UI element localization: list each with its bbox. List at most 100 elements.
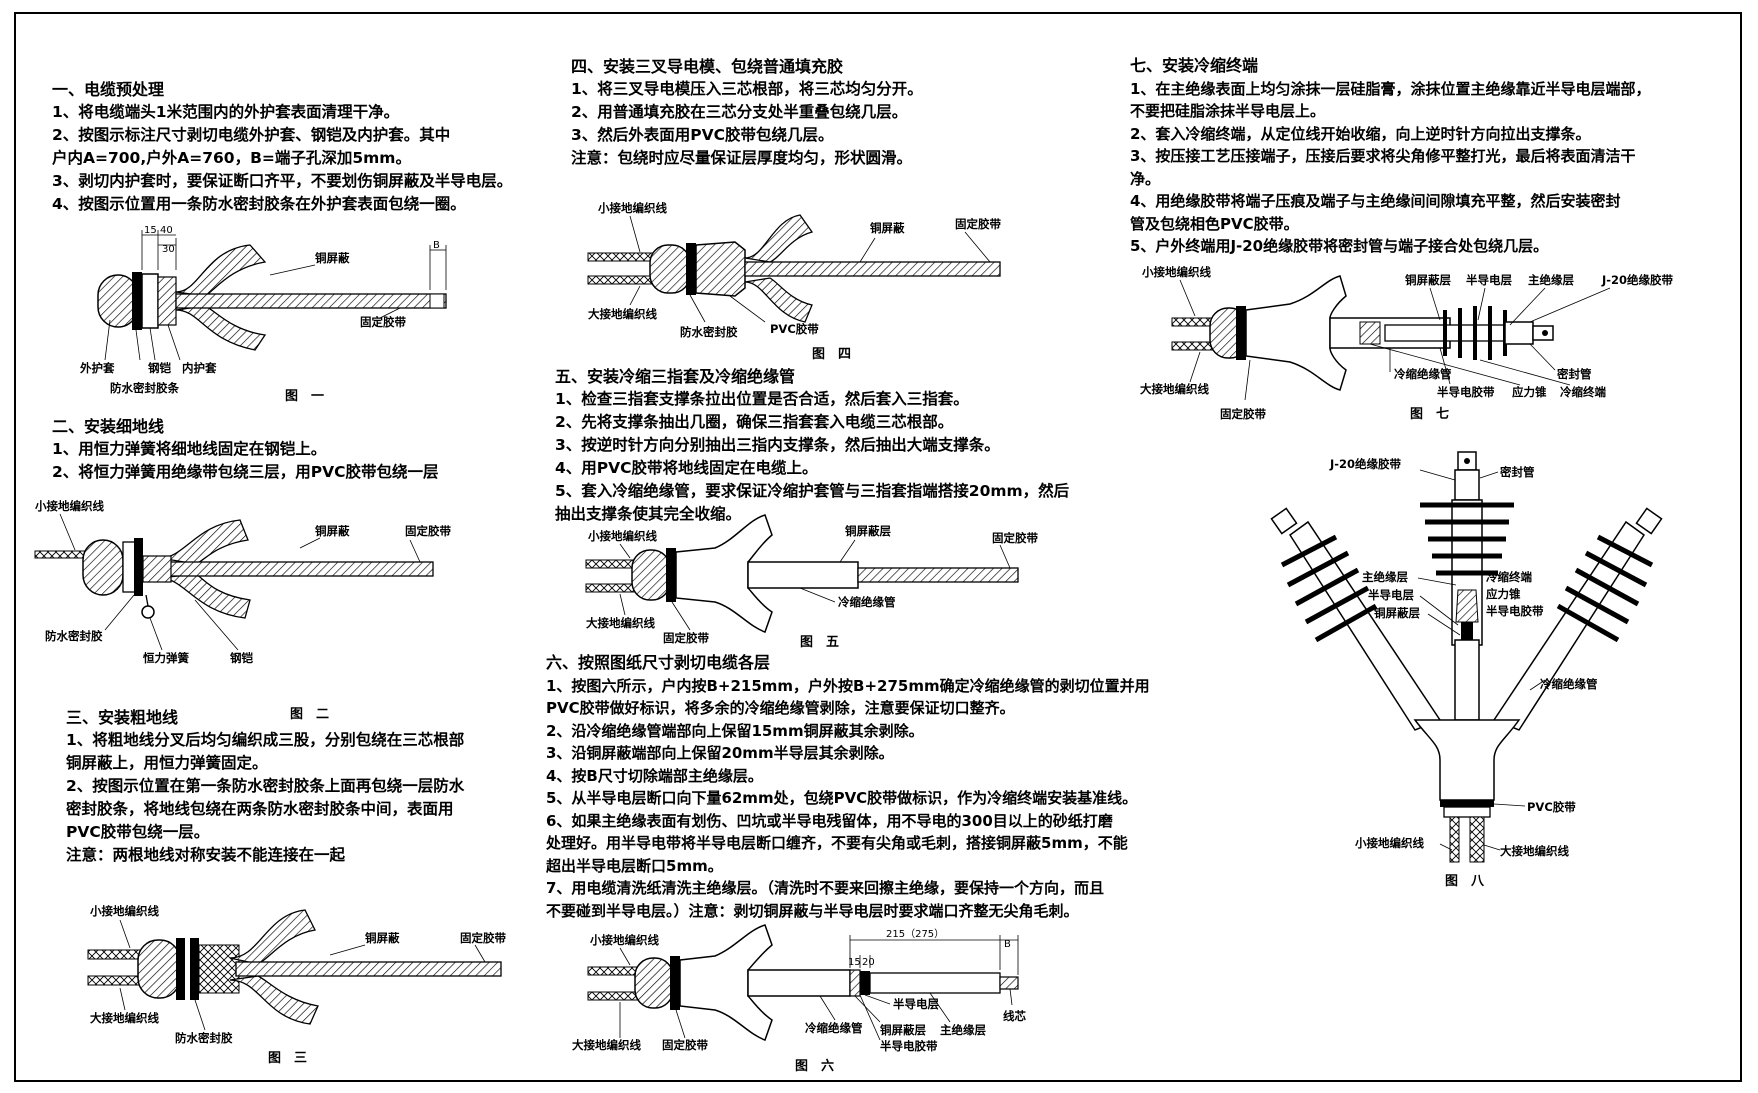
label-big-braid: 大接地编织线: [1500, 844, 1569, 858]
section-2-line: 2、将恒力弹簧用绝缘带包绕三层，用PVC胶带包绕一层: [52, 463, 439, 481]
label-fixing-tape: 固定胶带: [662, 1038, 708, 1052]
label-semi-tape: 半导电胶带: [1486, 604, 1544, 618]
label-semiconductor: 半导电层: [1368, 588, 1414, 602]
label-big-braid: 大接地编织线: [572, 1038, 641, 1052]
label-cold-shrink-tube: 冷缩绝缘管: [1540, 677, 1598, 691]
section-3-line: 注意：两根地线对称安装不能连接在一起: [66, 846, 346, 864]
label-j20-tape: J-20绝缘胶带: [1601, 273, 1674, 287]
center-skirts: [1420, 502, 1514, 576]
label-copper-shield: 铜屏蔽层: [879, 1023, 926, 1037]
cable-jacket: [631, 549, 671, 601]
label-seal: 防水密封胶: [680, 325, 738, 339]
section-3-line: 铜屏蔽上，用恒力弹簧固定。: [66, 754, 268, 772]
label-cold-shrink-tube: 冷缩绝缘管: [1394, 367, 1452, 381]
section-6-line: 5、从半导电层断口向下量62mm处，包绕PVC胶带做标识，作为冷缩终端安装基准线…: [546, 789, 1138, 807]
section-3-line: 密封胶条，将地线包绕在两条防水密封胶条中间，表面用: [66, 800, 454, 818]
section-1-line: 1、将电缆端头1米范围内的外护套表面清理干净。: [52, 103, 400, 121]
core-upper: [229, 909, 316, 965]
three-finger-sleeve: [1413, 719, 1521, 801]
figure-8-caption: 图 八: [1445, 874, 1485, 889]
figure-3: 小接地编织线 铜屏蔽 固定胶带 大接地编织线 防水密封胶 图 三: [87, 904, 506, 1066]
right-skirts: [1556, 534, 1654, 643]
label-seal-tube: 密封管: [1556, 367, 1592, 381]
section-6-line: 2、沿冷缩绝缘管端部向上保留15mm铜屏蔽其余剥除。: [546, 721, 924, 740]
label-fixing-tape: 固定胶带: [460, 931, 506, 945]
label-small-braid: 小接地编织线: [587, 529, 657, 543]
section-5-line: 5、套入冷缩绝缘管，要求保证冷缩护套管与三指套指端搭接20mm，然后: [555, 482, 1070, 500]
figure-6: 215（275） B 15 20 小接地编织线 半导电层 冷缩绝缘管 铜屏蔽层 …: [572, 924, 1026, 1074]
label-conductor-core: 线芯: [1003, 1009, 1026, 1023]
core-lower: [175, 305, 267, 351]
label-small-braid: 小接地编织线: [597, 201, 667, 215]
figure-4: 小接地编织线 铜屏蔽 固定胶带 大接地编织线 防水密封胶 PVC胶带 图 四: [587, 201, 1001, 362]
section-4-line: 3、然后外表面用PVC胶带包绕几层。: [571, 126, 834, 144]
seal-strip: [666, 548, 676, 602]
section-6: 六、按照图纸尺寸剥切电缆各层 1、按图六所示，户内按B+215mm，户外按B+2…: [546, 652, 1150, 922]
section-6-line: 6、如果主绝缘表面有划伤、凹坑或半导电残留体，用不导电的300目以上的砂纸打磨: [546, 811, 1113, 830]
dim-20: 20: [862, 957, 875, 968]
braid-wrap: [198, 944, 240, 994]
seal-strip-2: [190, 938, 199, 1000]
stress-cone: [1359, 321, 1381, 345]
label-copper-shield: 铜屏蔽层: [844, 524, 891, 538]
cold-shrink-tube: [747, 561, 859, 589]
dim-b: B: [1004, 939, 1011, 950]
label-fixing-tape: 固定胶带: [360, 315, 406, 329]
section-4: 四、安装三叉导电模、包绕普通填充胶 1、将三叉导电模压入三芯根部，将三芯均匀分开…: [571, 55, 923, 170]
cable-jacket: [649, 244, 691, 294]
section-1-line: 户内A=700,户外A=760，B=端子孔深加5mm。: [52, 149, 411, 167]
label-semiconductor: 半导电层: [893, 997, 939, 1011]
inner-sheath: [157, 276, 177, 326]
section-6-line: 1、按图六所示，户内按B+215mm，户外按B+275mm确定冷缩绝缘管的剥切位…: [546, 676, 1150, 695]
figure-2-caption: 图 二: [290, 707, 329, 722]
section-2-line: 1、用恒力弹簧将细地线固定在钢铠上。: [52, 440, 327, 458]
section-1-line: 4、按图示位置用一条防水密封胶条在外护套表面包绕一圈。: [52, 195, 466, 213]
skirts: [1443, 306, 1507, 360]
section-4-line: 注意：包绕时应尽量保证层厚度均匀，形状圆滑。: [571, 149, 913, 167]
figure-1-caption: 图 一: [285, 389, 324, 404]
pvc-wrap: [695, 241, 746, 297]
terminal-lug-left: [1270, 507, 1298, 535]
label-big-braid: 大接地编织线: [586, 616, 655, 630]
section-5-line: 3、按逆时针方向分别抽出三指内支撑条，然后抽出大端支撑条。: [555, 436, 1000, 454]
section-1-line: 3、剥切内护套时，要保证断口齐平，不要划伤铜屏蔽及半导电层。: [52, 172, 513, 190]
figure-5: 小接地编织线 铜屏蔽层 固定胶带 冷缩绝缘管 大接地编织线 固定胶带 图 五: [585, 514, 1038, 650]
section-7: 七、安装冷缩终端 1、在主绝缘表面上均匀涂抹一层硅脂膏，涂抹位置主绝缘靠近半导电…: [1130, 55, 1650, 258]
label-fixing-tape: 固定胶带: [1220, 407, 1266, 421]
section-1-line: 2、按图示标注尺寸剥切电缆外护套、钢铠及内护套。其中: [52, 126, 451, 144]
spring-ring: [141, 605, 155, 619]
label-semiconductor: 半导电层: [1466, 273, 1512, 287]
core-middle: [175, 293, 447, 309]
small-ground-braid: [1449, 816, 1460, 863]
stress-cone: [1455, 589, 1479, 623]
core-lower: [744, 277, 813, 323]
section-4-title: 四、安装三叉导电模、包绕普通填充胶: [571, 57, 844, 76]
label-cold-shrink-tube: 冷缩绝缘管: [805, 1021, 863, 1035]
label-stress-cone: 应力锥: [1486, 587, 1521, 601]
section-7-line: 管及包绕相色PVC胶带。: [1130, 214, 1299, 233]
section-3-line: PVC胶带包绕一层。: [66, 823, 210, 841]
semiconductor: [1461, 622, 1473, 640]
section-5-line: 抽出支撑条使其完全收缩。: [555, 505, 742, 523]
label-small-braid: 小接地编织线: [1141, 265, 1211, 279]
dim-40: 40: [160, 225, 173, 236]
conductor-tip: [429, 293, 445, 309]
conductor-core: [999, 976, 1019, 990]
figure-7-caption: 图 七: [1410, 407, 1449, 422]
section-4-line: 1、将三叉导电模压入三芯根部，将三芯均匀分开。: [571, 80, 923, 98]
seal-strip: [1236, 306, 1246, 360]
dim-215: 215（275）: [886, 928, 944, 940]
label-main-insulation: 主绝缘层: [940, 1023, 986, 1037]
label-seal-tube: 密封管: [1499, 465, 1535, 479]
section-6-title: 六、按照图纸尺寸剥切电缆各层: [546, 653, 771, 672]
label-fixing-tape-2: 固定胶带: [663, 631, 709, 645]
label-pvc-tape: PVC胶带: [770, 322, 819, 336]
figure-1: 15 40 30 B 铜屏蔽 固定胶带 外护套 防水密封胶条 钢铠 内护套 图 …: [79, 225, 447, 404]
section-7-line: 不要把硅脂涂抹半导电层上。: [1130, 102, 1326, 120]
seal-tube: [1504, 321, 1534, 345]
label-copper-shield: 铜屏蔽: [869, 221, 905, 235]
left-skirts: [1280, 534, 1378, 643]
section-6-line: 3、沿铜屏蔽端部向上保留20mm半导层其余剥除。: [546, 744, 894, 762]
cable-jacket: [634, 957, 674, 1009]
